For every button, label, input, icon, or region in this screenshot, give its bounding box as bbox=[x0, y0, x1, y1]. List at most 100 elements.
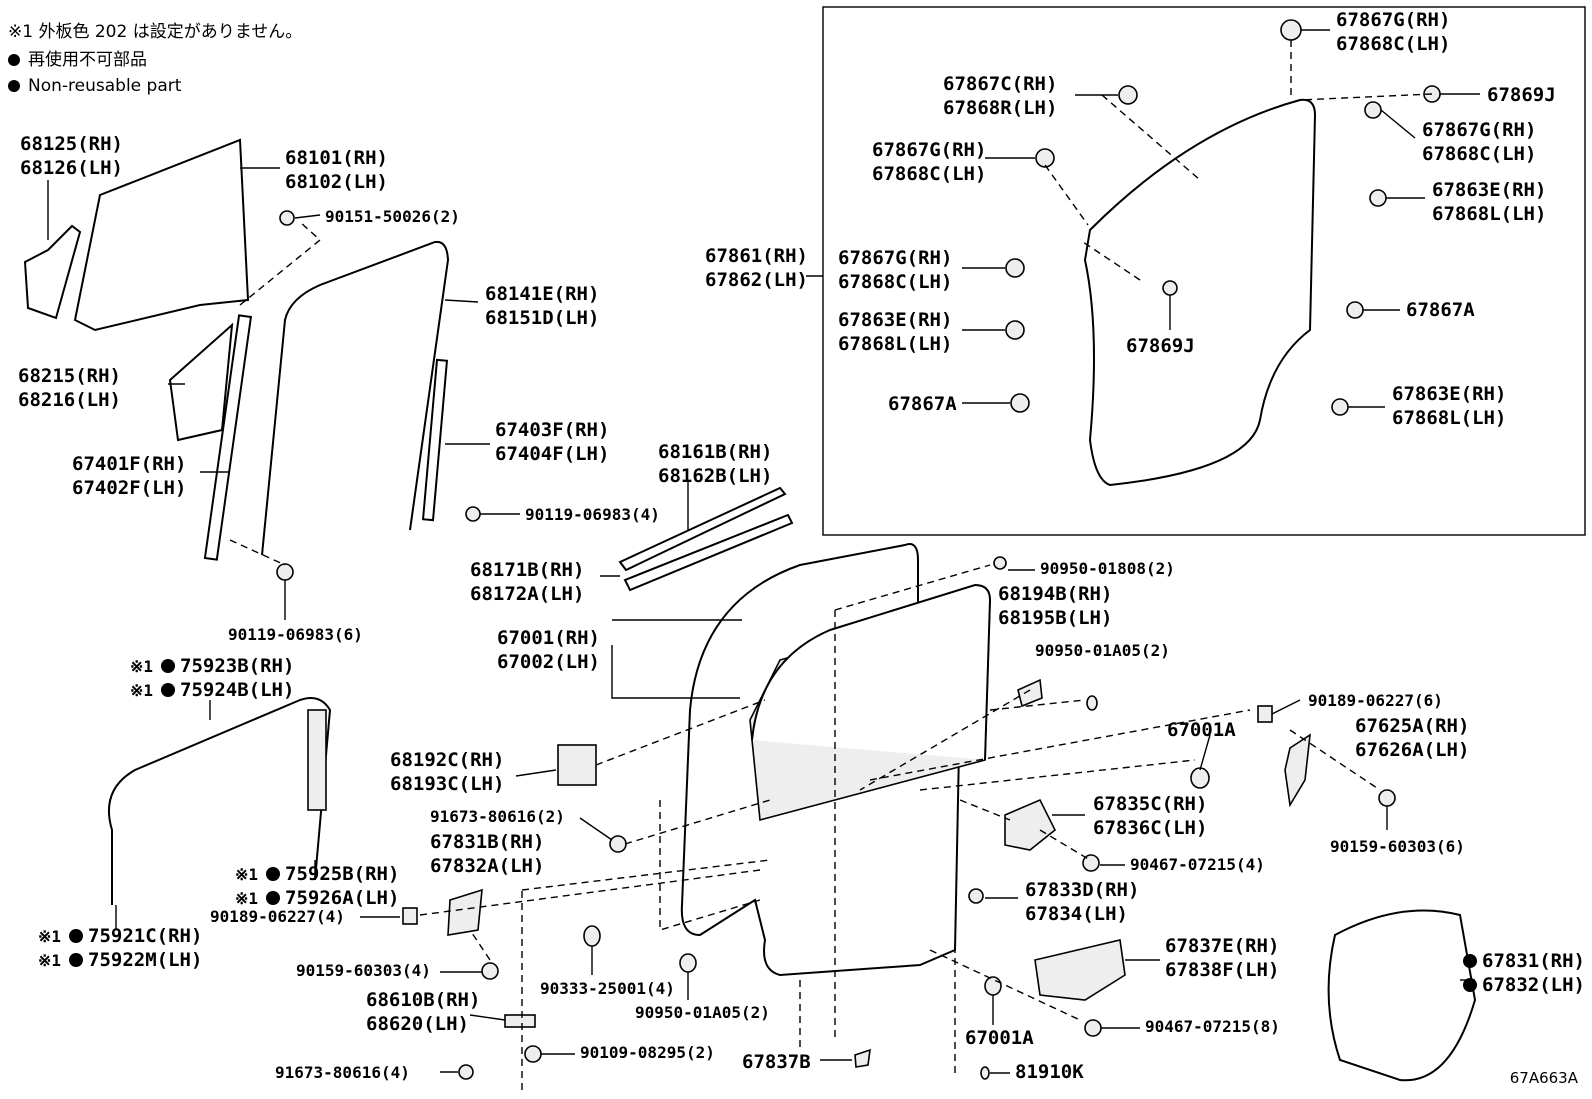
clip-67863e-r1-shape bbox=[1369, 189, 1387, 207]
label-67863e-right2: 67863E(RH) bbox=[1392, 383, 1506, 405]
clip-67867g-l2-shape bbox=[1005, 258, 1025, 278]
mark-note1-d: ※1 bbox=[235, 889, 258, 908]
label-67863e-left: 67863E(RH) bbox=[838, 309, 952, 331]
label-67868c-right: 67868C(LH) bbox=[1422, 143, 1536, 165]
label-68162: 68162B(LH) bbox=[658, 465, 772, 487]
label-67403: 67403F(RH) bbox=[495, 419, 609, 441]
clip-67863e-l-shape bbox=[1005, 320, 1025, 340]
label-90159-4: 90159-60303(4) bbox=[296, 961, 431, 980]
label-81910: 81910K bbox=[1015, 1061, 1084, 1083]
label-67868c-top: 67868C(LH) bbox=[1336, 33, 1450, 55]
clip-top-shape bbox=[1280, 19, 1302, 41]
clip-67867g-r-shape bbox=[1364, 101, 1382, 119]
clip-67867c-shape bbox=[1118, 85, 1138, 105]
label-67861: 67861(RH) bbox=[705, 245, 808, 267]
label-67868c-left2: 67868C(LH) bbox=[838, 271, 952, 293]
label-68194: 68194B(RH) bbox=[998, 583, 1112, 605]
inner-belt-molding-shape bbox=[623, 513, 794, 592]
non-reusable-dot-icon bbox=[8, 54, 20, 66]
plug-90333-shape bbox=[583, 925, 601, 947]
non-reusable-dot-icon bbox=[161, 683, 175, 697]
glass-run-inner bbox=[261, 241, 449, 556]
label-91673-4: 91673-80616(4) bbox=[275, 1063, 410, 1082]
label-90333: 90333-25001(4) bbox=[540, 979, 675, 998]
non-reusable-dot-icon bbox=[266, 891, 280, 905]
clip-67867a-r-shape bbox=[1346, 301, 1364, 319]
screw-90467a-shape bbox=[1082, 854, 1100, 872]
drawing-code: 67A663A bbox=[1509, 1069, 1578, 1087]
label-68195: 68195B(LH) bbox=[998, 607, 1112, 629]
non-reusable-dot-icon bbox=[1463, 978, 1477, 992]
screw-91673b-shape bbox=[458, 1064, 474, 1080]
label-90151: 90151-50026(2) bbox=[325, 207, 460, 226]
quarter-glass-shape bbox=[23, 224, 82, 320]
clip-67869j-c-shape bbox=[1162, 280, 1178, 296]
leader-lines bbox=[47, 29, 1480, 1074]
label-67867g-right: 67867G(RH) bbox=[1422, 119, 1536, 141]
label-68620: 68620(LH) bbox=[366, 1013, 469, 1035]
label-75921: 75921C(RH) bbox=[88, 925, 202, 947]
door-weatherstrip-shape bbox=[751, 583, 992, 761]
label-75923: 75923B(RH) bbox=[180, 655, 294, 677]
label-67868l-right2: 67868L(LH) bbox=[1392, 407, 1506, 429]
label-67836: 67836C(LH) bbox=[1093, 817, 1207, 839]
label-68101: 68101(RH) bbox=[285, 147, 388, 169]
bolt-90159b-shape bbox=[481, 962, 499, 980]
garnish-piece-shape bbox=[307, 709, 327, 811]
mark-note1-c: ※1 bbox=[235, 865, 258, 884]
mark-note1-a: ※1 bbox=[130, 657, 153, 676]
label-67001a-bottom: 67001A bbox=[965, 1027, 1034, 1049]
label-68151: 68151D(LH) bbox=[485, 307, 599, 329]
label-68125: 68125(RH) bbox=[20, 133, 123, 155]
label-67002: 67002(LH) bbox=[497, 651, 600, 673]
non-reusable-dot-icon bbox=[69, 929, 83, 943]
label-67833: 67833D(RH) bbox=[1025, 879, 1139, 901]
rear-channel-shape bbox=[421, 358, 449, 522]
bolt-90119b-shape bbox=[276, 563, 294, 581]
label-67837e: 67837E(RH) bbox=[1165, 935, 1279, 957]
label-67863e-right1: 67863E(RH) bbox=[1432, 179, 1546, 201]
label-75922: 75922M(LH) bbox=[88, 949, 202, 971]
label-68610: 68610B(RH) bbox=[366, 989, 480, 1011]
clip-90189a-shape bbox=[1257, 705, 1273, 723]
label-68171: 68171B(RH) bbox=[470, 559, 584, 581]
label-67869j-top: 67869J bbox=[1487, 84, 1556, 106]
inside-handle-shape bbox=[1004, 798, 1057, 851]
plug-67001a1-shape bbox=[1190, 767, 1210, 789]
screw-90151-shape bbox=[279, 210, 295, 226]
mark-note1-e: ※1 bbox=[38, 927, 61, 946]
bracket-shape bbox=[1284, 733, 1311, 808]
clip-90189b-shape bbox=[402, 907, 418, 925]
label-67867g-left1: 67867G(RH) bbox=[872, 139, 986, 161]
note-non-reusable-jp-text: 再使用不可部品 bbox=[28, 50, 147, 70]
label-67867a-left: 67867A bbox=[888, 393, 957, 415]
label-90119-6: 90119-06983(6) bbox=[228, 625, 363, 644]
clip-81910-shape bbox=[980, 1066, 990, 1080]
label-90119-4: 90119-06983(4) bbox=[525, 505, 660, 524]
bolt-90109-shape bbox=[524, 1045, 542, 1063]
frame-molding-shape bbox=[107, 697, 332, 905]
non-reusable-dot-icon bbox=[8, 80, 20, 92]
note-non-reusable-jp: 再使用不可部品 bbox=[8, 50, 147, 70]
label-68161: 68161B(RH) bbox=[658, 441, 772, 463]
label-67626: 67626A(LH) bbox=[1355, 739, 1469, 761]
front-channel-shape bbox=[203, 314, 253, 561]
label-91673-2: 91673-80616(2) bbox=[430, 807, 565, 826]
clip-67833-shape bbox=[968, 888, 984, 904]
clip-67867a-l-shape bbox=[1010, 393, 1030, 413]
clip-67867g-l1-shape bbox=[1035, 148, 1055, 168]
plug-90950b-shape bbox=[1086, 695, 1098, 711]
label-68141: 68141E(RH) bbox=[485, 283, 599, 305]
label-67838: 67838F(LH) bbox=[1165, 959, 1279, 981]
label-67837b: 67837B bbox=[742, 1051, 811, 1073]
label-67834: 67834(LH) bbox=[1025, 903, 1128, 925]
door-glass-shape bbox=[73, 138, 250, 332]
label-68102: 68102(LH) bbox=[285, 171, 388, 193]
label-68215: 68215(RH) bbox=[18, 365, 121, 387]
label-67001a-top: 67001A bbox=[1167, 719, 1236, 741]
label-67832a: 67832A(LH) bbox=[430, 855, 544, 877]
non-reusable-dot-icon bbox=[69, 953, 83, 967]
service-cover-shape bbox=[1034, 939, 1126, 1001]
label-75924: 75924B(LH) bbox=[180, 679, 294, 701]
